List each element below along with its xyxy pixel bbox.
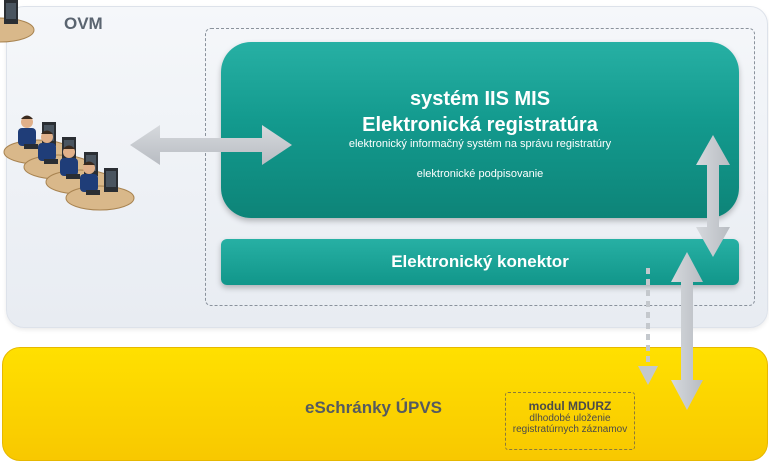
iis-subtitle: Elektronická registratúra [362,114,598,136]
mdurz-line1: dlhodobé uloženie [529,413,611,424]
dashed-arrow-head [638,366,658,385]
ovm-system-boundary [205,28,755,306]
connector-upvs-arrow [671,252,703,410]
mdurz-line2: registratúrnych záznamov [512,424,628,435]
iis-description: elektronický informačný systém na správu… [348,138,612,150]
iis-title: systém IIS MIS [409,88,551,110]
users-iis-arrow [130,125,292,165]
iis-mis-system-box: systém IIS MIS Elektronická registratúra… [221,42,739,218]
mdurz-title: modul MDURZ [528,399,612,413]
iis-feature: elektronické podpisovanie [416,168,544,180]
mdurz-module-box: modul MDURZ dlhodobé uloženie registratú… [505,392,635,450]
iis-connector-arrow [696,135,730,257]
upvs-panel [2,347,768,461]
ovm-label: OVM [64,14,103,33]
electronic-connector-box: Elektronický konektor [221,239,739,285]
upvs-label: eSchránky ÚPVS [305,398,443,417]
